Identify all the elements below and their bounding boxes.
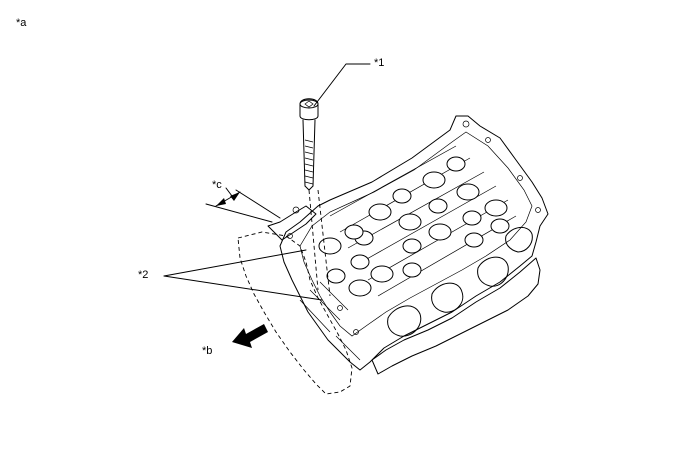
label-c: *c xyxy=(212,179,222,191)
label-a: *a xyxy=(16,17,27,29)
leader-line-1 xyxy=(313,63,371,107)
label-b: *b xyxy=(202,345,213,357)
arrow-icon xyxy=(232,324,268,348)
label-1: *1 xyxy=(374,57,385,69)
label-2: *2 xyxy=(138,269,149,281)
bolt-guide-line xyxy=(317,189,331,297)
bolt-guide-line xyxy=(308,189,319,291)
bolt-part xyxy=(299,98,319,191)
leader-line-2b xyxy=(163,275,323,301)
cylinder-head-body xyxy=(267,115,549,375)
dimension-c xyxy=(205,187,281,223)
phantom-outline xyxy=(237,231,353,395)
leader-line-2a xyxy=(163,249,307,277)
